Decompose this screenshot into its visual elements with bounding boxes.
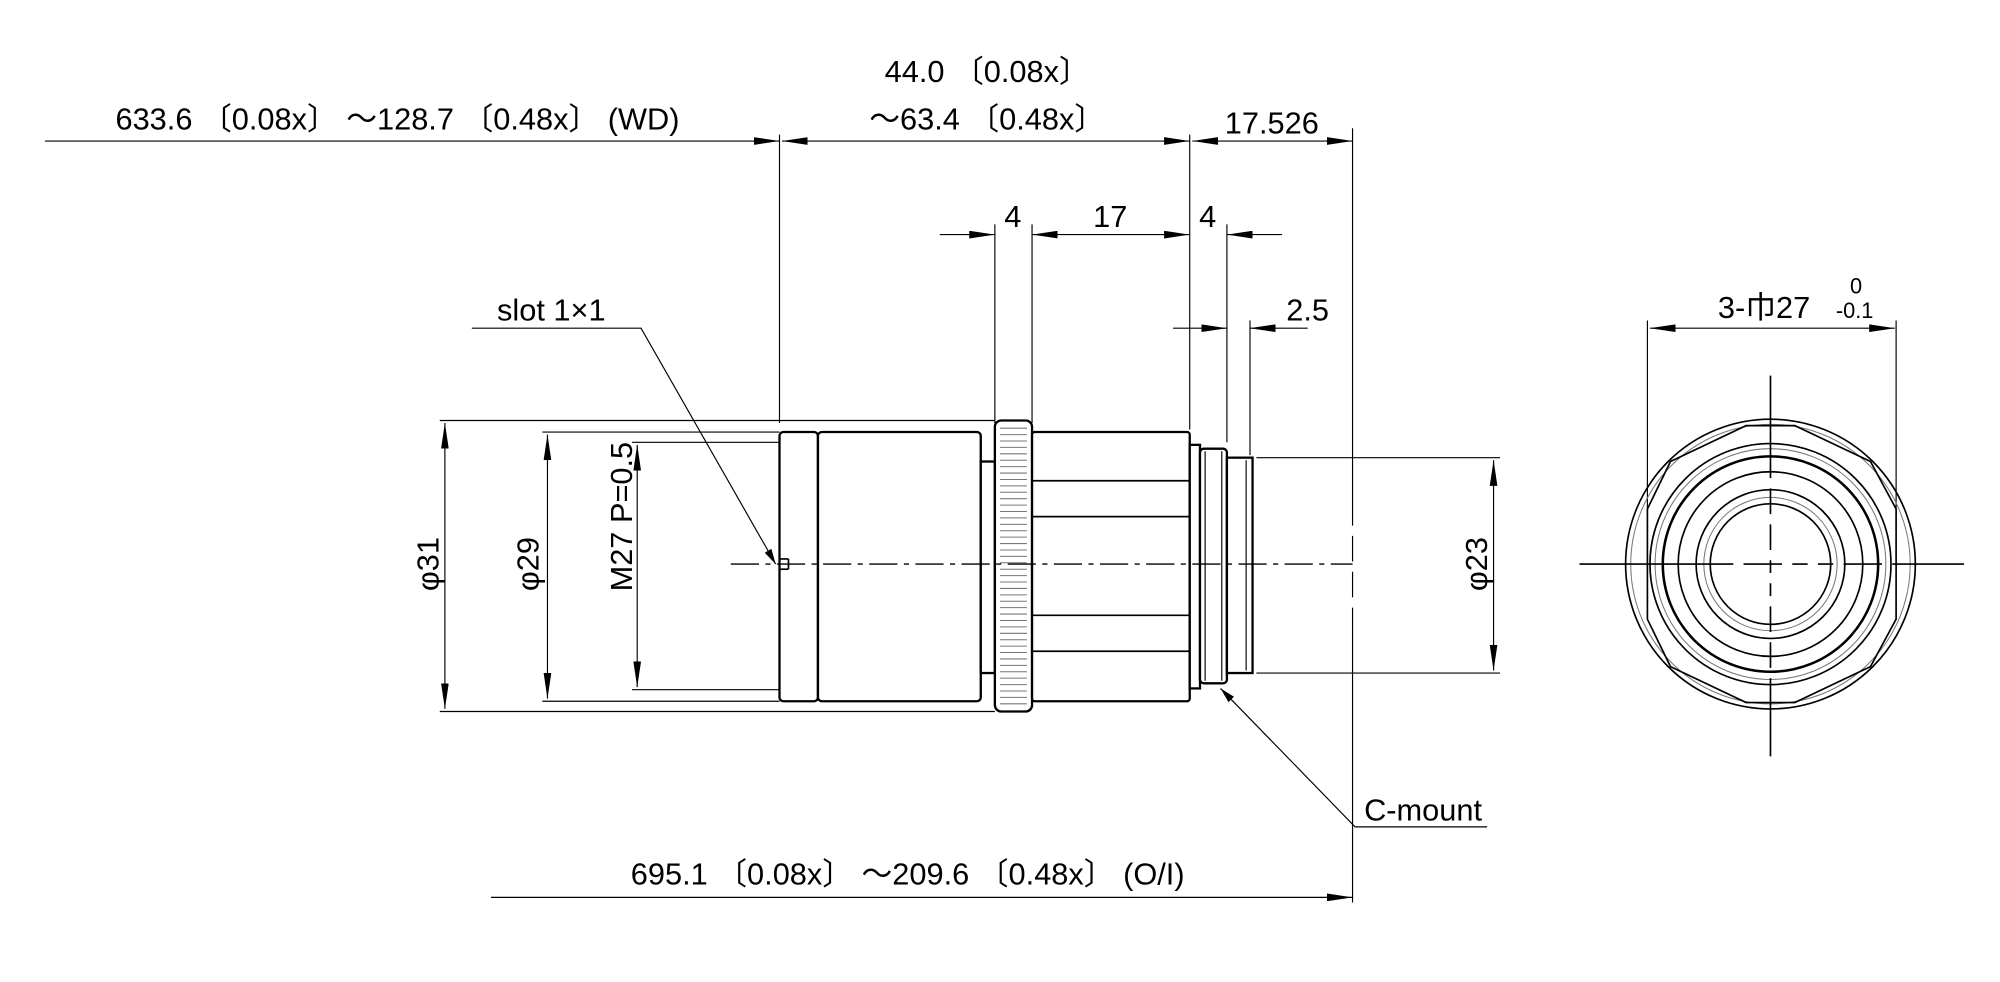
slot-label: slot 1×1 xyxy=(497,292,606,327)
thread-label: M27 P=0.5 xyxy=(604,442,639,592)
hex-flat-label: 3-巾27 xyxy=(1718,290,1810,325)
focus-body xyxy=(1030,430,1191,703)
mount-step-label: 2.5 xyxy=(1286,292,1329,327)
main-barrel xyxy=(816,430,982,703)
lens-front-view: 3-巾27 0 -0.1 xyxy=(1579,274,1965,757)
hex-outline xyxy=(1646,424,1897,704)
knurl-pattern xyxy=(1000,427,1027,705)
dia-outer-label: φ31 xyxy=(410,537,445,591)
diameter-dimensions: φ31 φ29 M27 P=0.5 φ23 xyxy=(410,419,1500,713)
body-length-label: 17 xyxy=(1093,199,1127,234)
c-mount-label: C-mount xyxy=(1364,792,1482,827)
object-image-label: 695.1 〔0.08x〕 ～209.6 〔0.48x〕 (O/I) xyxy=(631,857,1185,892)
slot-callout: slot 1×1 xyxy=(471,292,777,565)
lens-side-view xyxy=(730,419,1353,713)
dia-body-label: φ29 xyxy=(510,537,545,591)
dia-mount-label: φ23 xyxy=(1459,537,1494,591)
mount-flange xyxy=(1188,443,1202,690)
total-length-label-2: ～63.4 〔0.48x〕 xyxy=(869,101,1105,136)
front-barrel xyxy=(778,430,820,703)
c-mount-thread xyxy=(1225,456,1254,675)
ring-width-left-label: 4 xyxy=(1004,199,1021,234)
hex-tol-upper: 0 xyxy=(1850,274,1862,299)
knurled-ring xyxy=(993,419,1034,713)
object-image-dimension: 695.1 〔0.08x〕 ～209.6 〔0.48x〕 (O/I) xyxy=(491,857,1353,902)
neck xyxy=(979,460,997,675)
mount-ring xyxy=(1198,447,1229,685)
hex-tol-lower: -0.1 xyxy=(1836,298,1874,323)
c-mount-callout: C-mount xyxy=(1220,688,1488,827)
ring-width-right-label: 4 xyxy=(1199,199,1216,234)
working-distance-label: 633.6 〔0.08x〕 ～128.7 〔0.48x〕 (WD) xyxy=(115,101,679,136)
top-dimensions: 44.0 〔0.08x〕 ～63.4 〔0.48x〕 633.6 〔0.08x〕… xyxy=(44,54,1354,903)
total-length-label-1: 44.0 〔0.08x〕 xyxy=(885,54,1090,89)
flange-back-label: 17.526 xyxy=(1225,105,1319,140)
